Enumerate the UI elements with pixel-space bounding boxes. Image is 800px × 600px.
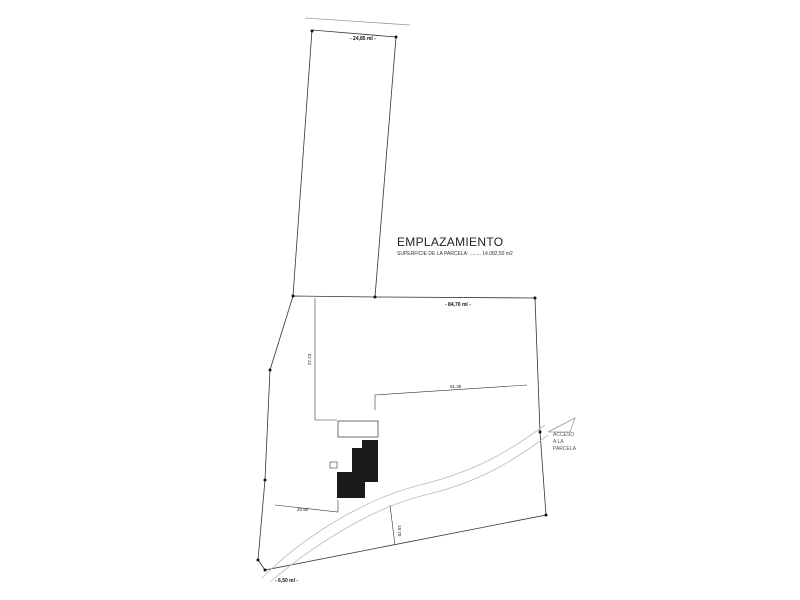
dim-top: - 24,85 ml - [350, 36, 376, 42]
inner-offset-line-2 [374, 384, 528, 410]
inner-offset-line [314, 298, 337, 421]
south-plot-boundary [257, 295, 547, 571]
dim-bottom: - 6,50 ml - [275, 578, 298, 584]
building [337, 440, 378, 498]
surface-value: 14.082,50 m2 [482, 251, 513, 257]
small-annex [329, 461, 338, 469]
access-label-line: ACCESO [553, 432, 575, 438]
dim-inner-vertical: 27.23 [307, 353, 312, 365]
dim-inner-bottom: 20.90 [297, 507, 309, 512]
surface-label: SUPERFICIE DE LA PARCELA: ........ [397, 251, 481, 257]
access-label: ACCESO A LA PARCELA [553, 432, 576, 453]
inner-offset-line-4 [389, 504, 396, 546]
dim-middle: - 84,70 ml - [445, 302, 471, 308]
pool [337, 420, 379, 438]
access-road [261, 424, 546, 579]
access-road-edge [269, 434, 549, 583]
plan-title: EMPLAZAMIENTO [397, 235, 504, 249]
top-road-line [304, 17, 411, 26]
inner-offset-line-3 [274, 500, 339, 513]
dim-inner-horizontal: 61.35 [450, 384, 462, 389]
access-label-line: A LA [553, 439, 564, 445]
surface-line: SUPERFICIE DE LA PARCELA: ........ 14.08… [397, 251, 513, 257]
dim-inner-bottom-vertical: 18.70 [397, 525, 402, 537]
north-plot-boundary [292, 29, 397, 298]
access-arrow [547, 417, 576, 433]
access-label-line: PARCELA [553, 446, 576, 452]
